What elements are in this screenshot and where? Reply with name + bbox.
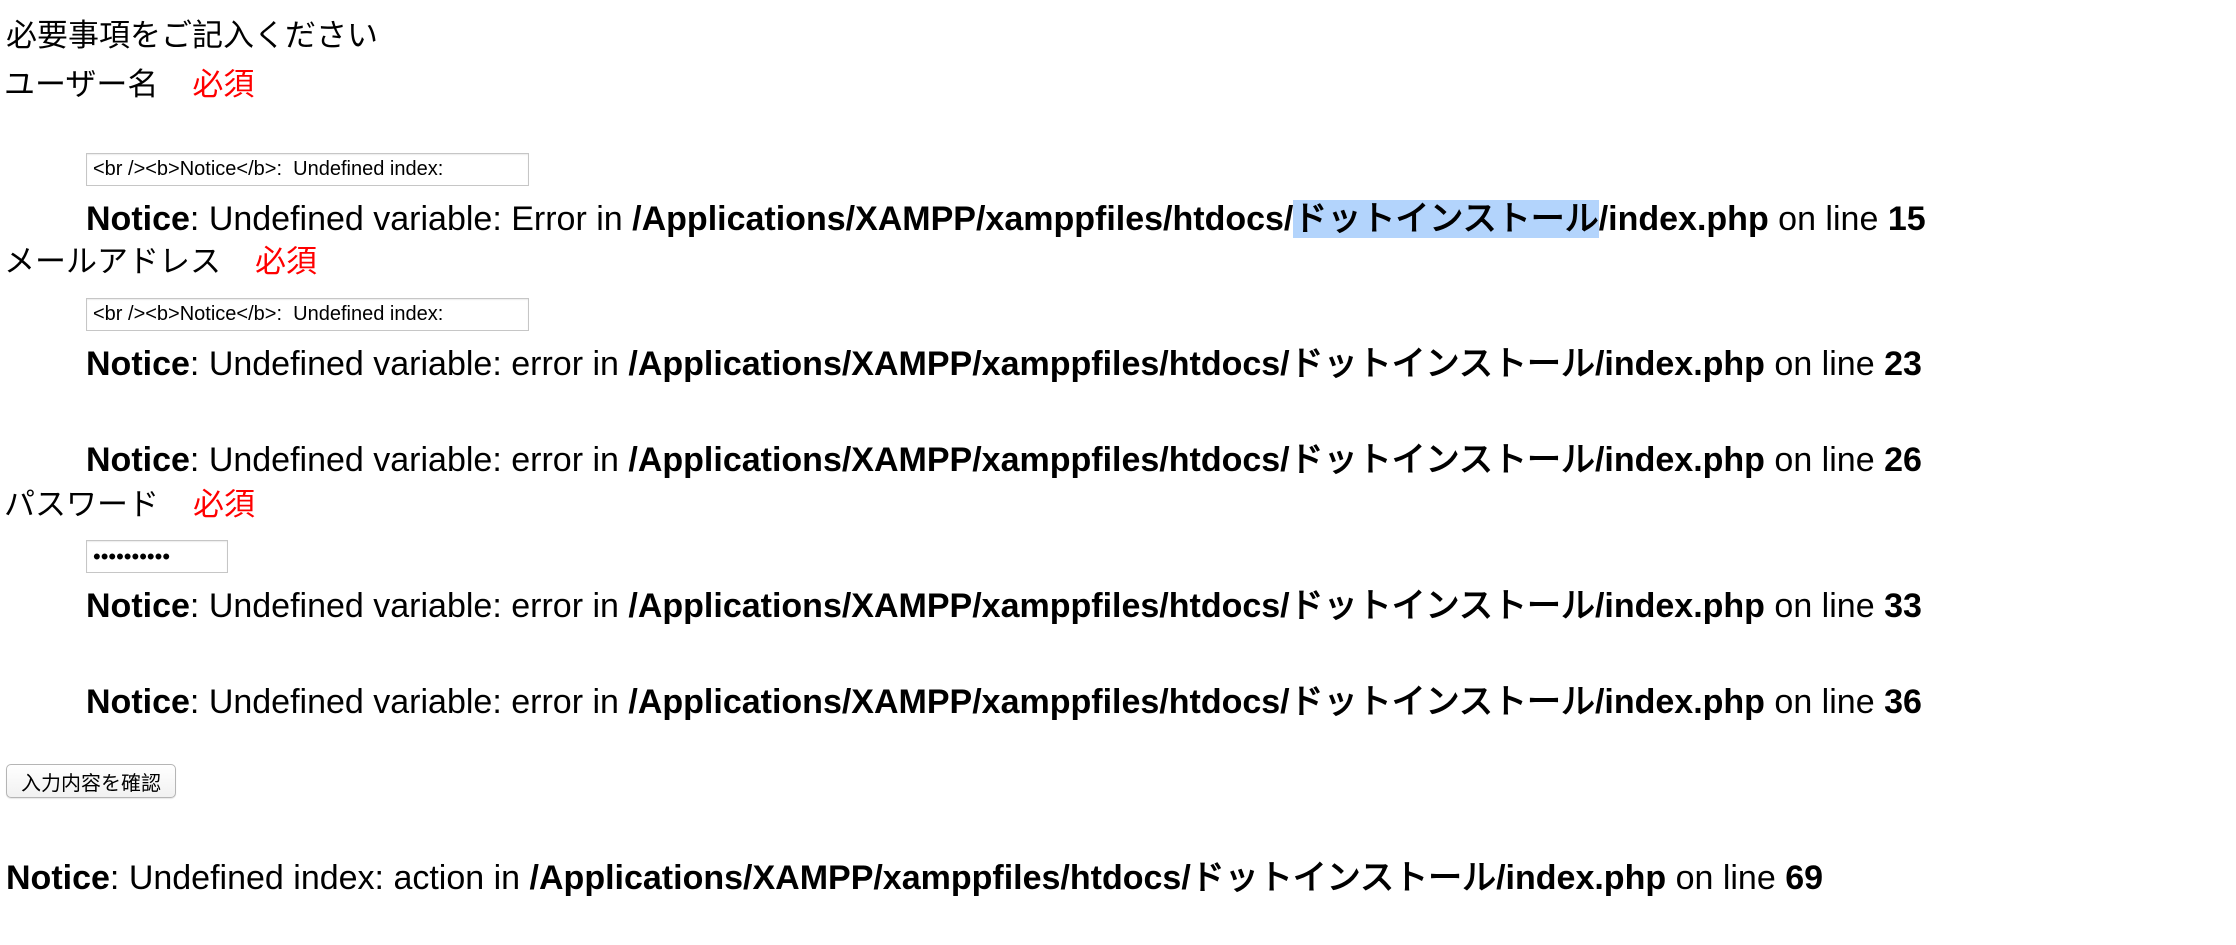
notice-path: /Applications/XAMPP/xamppfiles/htdocs/ドッ…: [529, 859, 1667, 897]
password-label-row: パスワード必須: [4, 490, 255, 521]
php-notice-line-26: Notice: Undefined variable: error in /Ap…: [86, 441, 1922, 479]
notice-keyword: Notice: [86, 200, 190, 238]
php-notice-line-33: Notice: Undefined variable: error in /Ap…: [86, 587, 1922, 625]
notice-message: : Undefined variable: error: [189, 587, 593, 625]
email-input[interactable]: [86, 298, 529, 331]
notice-line-number: 69: [1785, 859, 1824, 897]
notice-path: /Applications/XAMPP/xamppfiles/htdocs/ドッ…: [632, 200, 1769, 238]
form-instructions: 必要事項をご記入ください: [6, 18, 378, 54]
php-notice-line-69: Notice: Undefined index: action in /Appl…: [6, 859, 1824, 897]
notice-line-number: 15: [1887, 200, 1926, 238]
username-label: ユーザー名: [4, 67, 159, 103]
notice-line-number: 36: [1884, 683, 1922, 721]
notice-path: /Applications/XAMPP/xamppfiles/htdocs/ドッ…: [628, 683, 1765, 721]
notice-line-number: 26: [1884, 441, 1922, 479]
php-notice-line-23: Notice: Undefined variable: error in /Ap…: [86, 345, 1922, 383]
notice-keyword: Notice: [86, 441, 190, 479]
notice-message: : Undefined variable: Error: [189, 200, 597, 238]
notice-keyword: Notice: [86, 345, 190, 383]
email-label: メールアドレス: [4, 244, 221, 280]
notice-line-number: 33: [1884, 587, 1922, 625]
php-notice-line-36: Notice: Undefined variable: error in /Ap…: [86, 683, 1922, 721]
notice-path: /Applications/XAMPP/xamppfiles/htdocs/ドッ…: [628, 345, 1765, 383]
notice-line-number: 23: [1884, 345, 1922, 383]
confirm-input-button[interactable]: 入力内容を確認: [6, 764, 176, 798]
username-label-row: ユーザー名必須: [4, 70, 254, 101]
notice-keyword: Notice: [86, 587, 190, 625]
email-label-row: メールアドレス必須: [4, 247, 317, 278]
notice-keyword: Notice: [86, 683, 190, 721]
required-badge: 必須: [192, 67, 255, 103]
required-badge: 必須: [255, 244, 317, 280]
notice-message: : Undefined variable: error: [189, 345, 593, 383]
php-notice-line-15: Notice: Undefined variable: Error in /Ap…: [86, 200, 1926, 238]
password-input[interactable]: [86, 540, 228, 573]
username-input[interactable]: [86, 153, 529, 186]
notice-keyword: Notice: [6, 859, 110, 897]
notice-message: : Undefined index: action: [109, 859, 494, 897]
notice-path: /Applications/XAMPP/xamppfiles/htdocs/ドッ…: [628, 441, 1765, 479]
highlighted-selection: ドットインストール: [1293, 200, 1599, 238]
password-label: パスワード: [4, 487, 159, 523]
notice-message: : Undefined variable: error: [189, 683, 593, 721]
notice-message: : Undefined variable: error: [189, 441, 593, 479]
notice-path: /Applications/XAMPP/xamppfiles/htdocs/ドッ…: [628, 587, 1765, 625]
required-badge: 必須: [193, 487, 255, 523]
